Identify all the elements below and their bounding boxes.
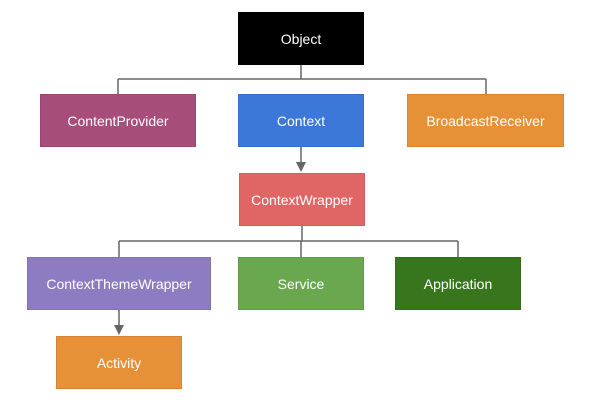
contextwrapper-node: ContextWrapper xyxy=(239,173,365,226)
application-label: Application xyxy=(423,275,493,292)
context-node: Context xyxy=(238,94,364,147)
application-node: Application xyxy=(395,257,521,310)
connector-object-children xyxy=(117,65,487,94)
service-label: Service xyxy=(277,275,325,292)
activity-node: Activity xyxy=(56,336,182,389)
contextthemewrapper-node: ContextThemeWrapper xyxy=(27,257,211,310)
connector-contextwrapper-children xyxy=(118,226,459,257)
activity-label: Activity xyxy=(96,354,142,371)
object-label: Object xyxy=(280,30,322,47)
context-label: Context xyxy=(276,112,326,129)
service-node: Service xyxy=(238,257,364,310)
contentprovider-node: ContentProvider xyxy=(40,94,196,147)
object-node: Object xyxy=(238,12,364,65)
contextthemewrapper-label: ContextThemeWrapper xyxy=(46,275,192,292)
broadcastreceiver-node: BroadcastReceiver xyxy=(407,94,564,147)
broadcastreceiver-label: BroadcastReceiver xyxy=(426,112,545,129)
contentprovider-label: ContentProvider xyxy=(67,112,169,129)
contextwrapper-label: ContextWrapper xyxy=(251,191,353,208)
